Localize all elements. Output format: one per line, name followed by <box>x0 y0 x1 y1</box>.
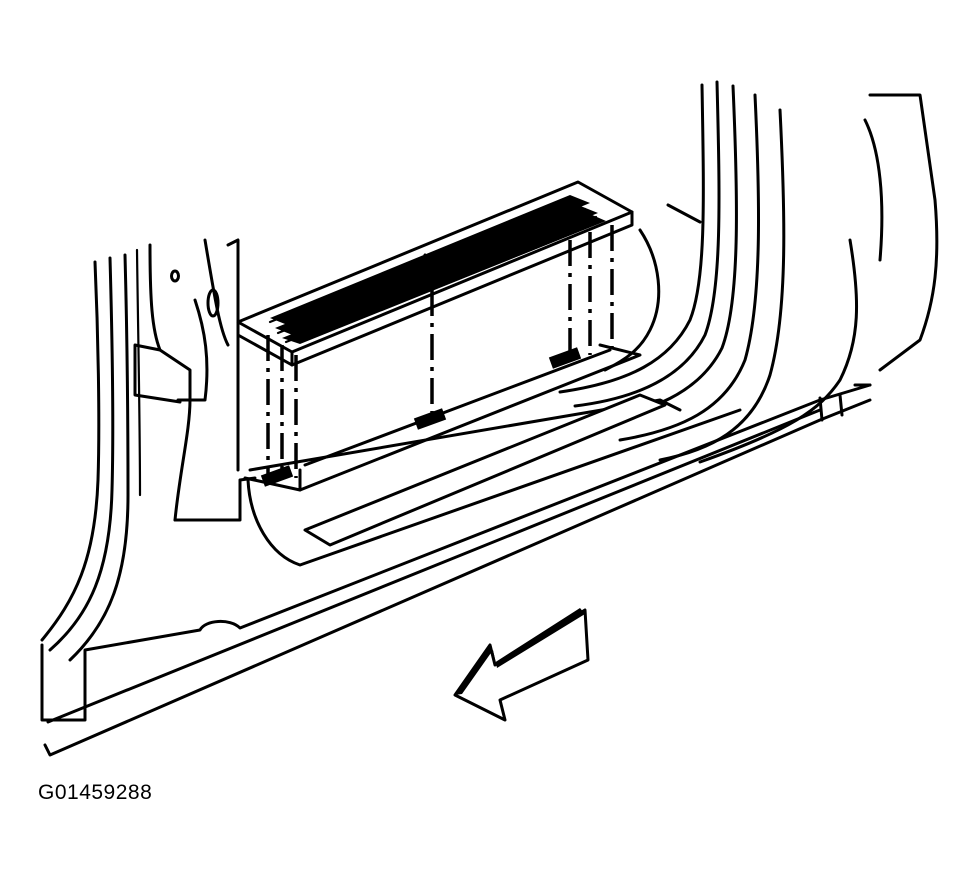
left-door-pillar <box>40 238 257 662</box>
figure-id: G01459288 <box>38 781 153 804</box>
sill-plate-ribs <box>268 195 606 344</box>
sill-step-surface <box>243 343 642 492</box>
sill-plate <box>236 180 634 367</box>
installation-guide-lines <box>266 225 614 478</box>
front-direction-arrow-icon <box>453 608 590 722</box>
rocker-panel <box>40 383 872 757</box>
